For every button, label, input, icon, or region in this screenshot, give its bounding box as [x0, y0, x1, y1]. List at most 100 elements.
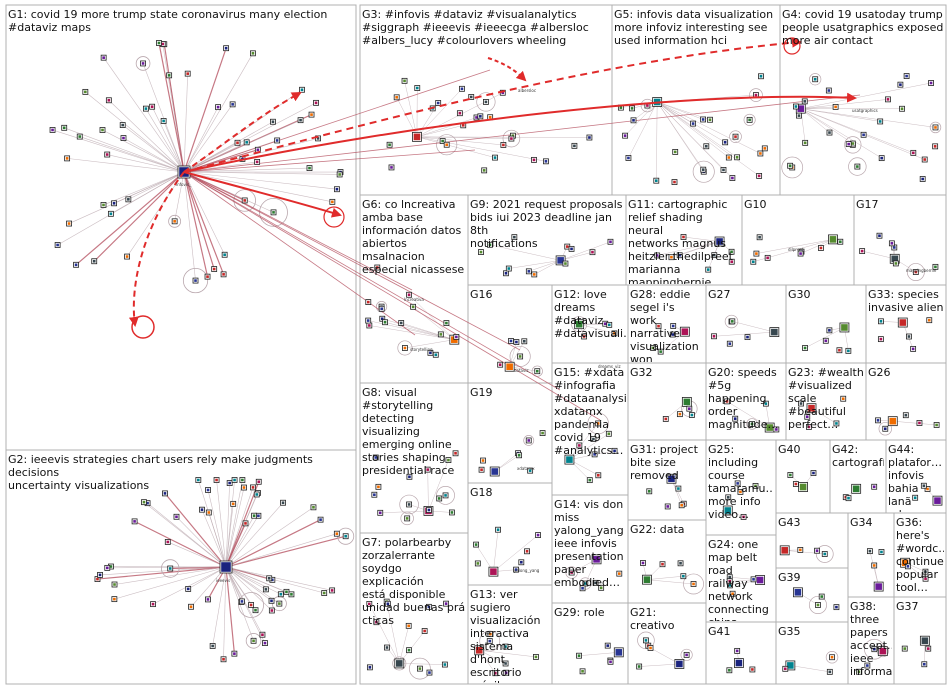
self-loop-g15-1 [587, 412, 609, 435]
edge-g2-59 [143, 501, 227, 568]
group-box-g15 [551, 362, 629, 496]
node-g1-14-fill [109, 212, 113, 216]
node-g5-25-fill [673, 150, 677, 154]
node-g9-4-fill [565, 245, 569, 248]
edge-g10-4 [800, 239, 834, 254]
node-g5-12-fill [705, 144, 708, 148]
edge-g5-4 [657, 101, 704, 120]
node-g22-5-fill [679, 562, 682, 565]
node-g33-4-fill [907, 335, 911, 338]
node-g15-5-fill [607, 432, 611, 436]
node-g2-22-fill [249, 603, 253, 607]
node-g34-0-fill [875, 583, 882, 590]
edge-g1-2 [183, 73, 188, 173]
edge-g5-11 [657, 101, 761, 154]
edge-g2-51 [225, 515, 255, 568]
group-box-g22 [627, 519, 707, 604]
node-g2-27-fill [166, 540, 170, 544]
self-loop-g7-0 [392, 656, 407, 671]
inter-group-edge-6 [183, 171, 413, 291]
edge-g2-45 [190, 566, 227, 607]
node-g2-30-fill [163, 492, 167, 495]
node-g8-2-fill [447, 458, 450, 462]
edge-g2-12 [216, 479, 227, 568]
node-g24-3-fill [728, 575, 732, 579]
node-g5-8-fill [673, 180, 676, 184]
self-loop-g1-52 [233, 189, 256, 212]
node-g21-3-fill [685, 653, 688, 657]
edge-g1-48 [183, 171, 196, 281]
edge-g3-25 [416, 136, 512, 139]
edge-g3-20 [416, 125, 464, 138]
node-g32-0-fill [683, 398, 691, 406]
node-g31-0-fill [668, 475, 675, 483]
group-box-g44 [885, 439, 947, 514]
node-g1-45-fill [65, 157, 69, 160]
node-g6-12-fill [368, 324, 371, 327]
edge-g2-18 [225, 515, 259, 568]
node-g2-25-fill [242, 486, 246, 489]
edge-g2-39 [114, 566, 227, 585]
node-g1-47-fill [105, 153, 109, 156]
node-g2-37-fill [270, 609, 274, 612]
node-g7-7-fill [444, 602, 448, 605]
node-g2-7-fill [151, 602, 155, 606]
node-g1-44-fill [223, 253, 226, 257]
node-g8-1-fill [373, 493, 376, 497]
node-g35-3-fill [783, 667, 787, 671]
node-g18-7-fill [496, 528, 500, 532]
edge-g2-15 [114, 566, 227, 600]
edge-g5-19 [624, 101, 658, 136]
edge-g2-7 [152, 566, 227, 605]
node-g2-16-fill [211, 644, 214, 648]
group-box-g2 [5, 449, 357, 685]
node-g32-4-fill [678, 412, 682, 416]
node-g36-2-fill [924, 577, 927, 581]
edge-g8-10 [427, 469, 429, 511]
edge-g2-50 [225, 483, 230, 568]
edge-g7-8 [399, 663, 445, 665]
node-g1-27-fill [150, 105, 154, 109]
group-box-g13 [467, 584, 553, 685]
edge-g4-1 [800, 108, 881, 122]
node-g7-13-fill [418, 667, 422, 670]
node-g5-18-fill [734, 135, 737, 138]
node-g1-36-fill [316, 137, 320, 140]
node-g30-2-fill [803, 346, 807, 350]
node-g4-9-fill [933, 145, 937, 148]
node-g15-7-fill [588, 478, 592, 482]
node-g39-3-fill [820, 595, 824, 598]
edge-g4-20 [800, 82, 932, 109]
node-g2-52-fill [222, 657, 225, 661]
node-g9-9-fill [591, 250, 594, 254]
node-g3-12-fill [415, 86, 419, 90]
node-g22-2-fill [641, 561, 645, 565]
node-g1-20-fill [224, 46, 228, 50]
node-g31-5-fill [680, 503, 683, 507]
edge-g1-44 [183, 171, 225, 255]
edge-g1-29 [183, 171, 340, 175]
edge-g1-39 [85, 91, 185, 173]
node-g2-56-fill [281, 501, 285, 505]
node-g4-22-fill [934, 126, 937, 129]
node-g4-24-fill [912, 151, 915, 155]
node-g5-19-fill [623, 134, 627, 137]
node-g1-1-fill [167, 74, 171, 77]
node-g2-42-fill [244, 522, 247, 525]
node-g25-2-fill [726, 496, 730, 499]
node-g41-1-fill [728, 668, 731, 672]
node-g5-20-fill [759, 74, 763, 78]
node-g6-6-fill [445, 321, 448, 325]
node-g14-6-fill [599, 586, 603, 590]
node-g1-53-fill [256, 148, 260, 152]
node-g2-58-fill [240, 600, 244, 603]
edge-g1-17 [108, 100, 185, 173]
node-g36-1-fill [924, 570, 927, 573]
node-g1-28-fill [74, 263, 78, 267]
node-g1-5-fill [310, 113, 313, 116]
edge-g13-7 [479, 650, 536, 658]
node-g31-4-fill [677, 487, 680, 490]
node-g1-40-fill [112, 201, 116, 205]
node-g2-59-fill [142, 500, 146, 504]
node-g6-17-fill [375, 266, 379, 269]
